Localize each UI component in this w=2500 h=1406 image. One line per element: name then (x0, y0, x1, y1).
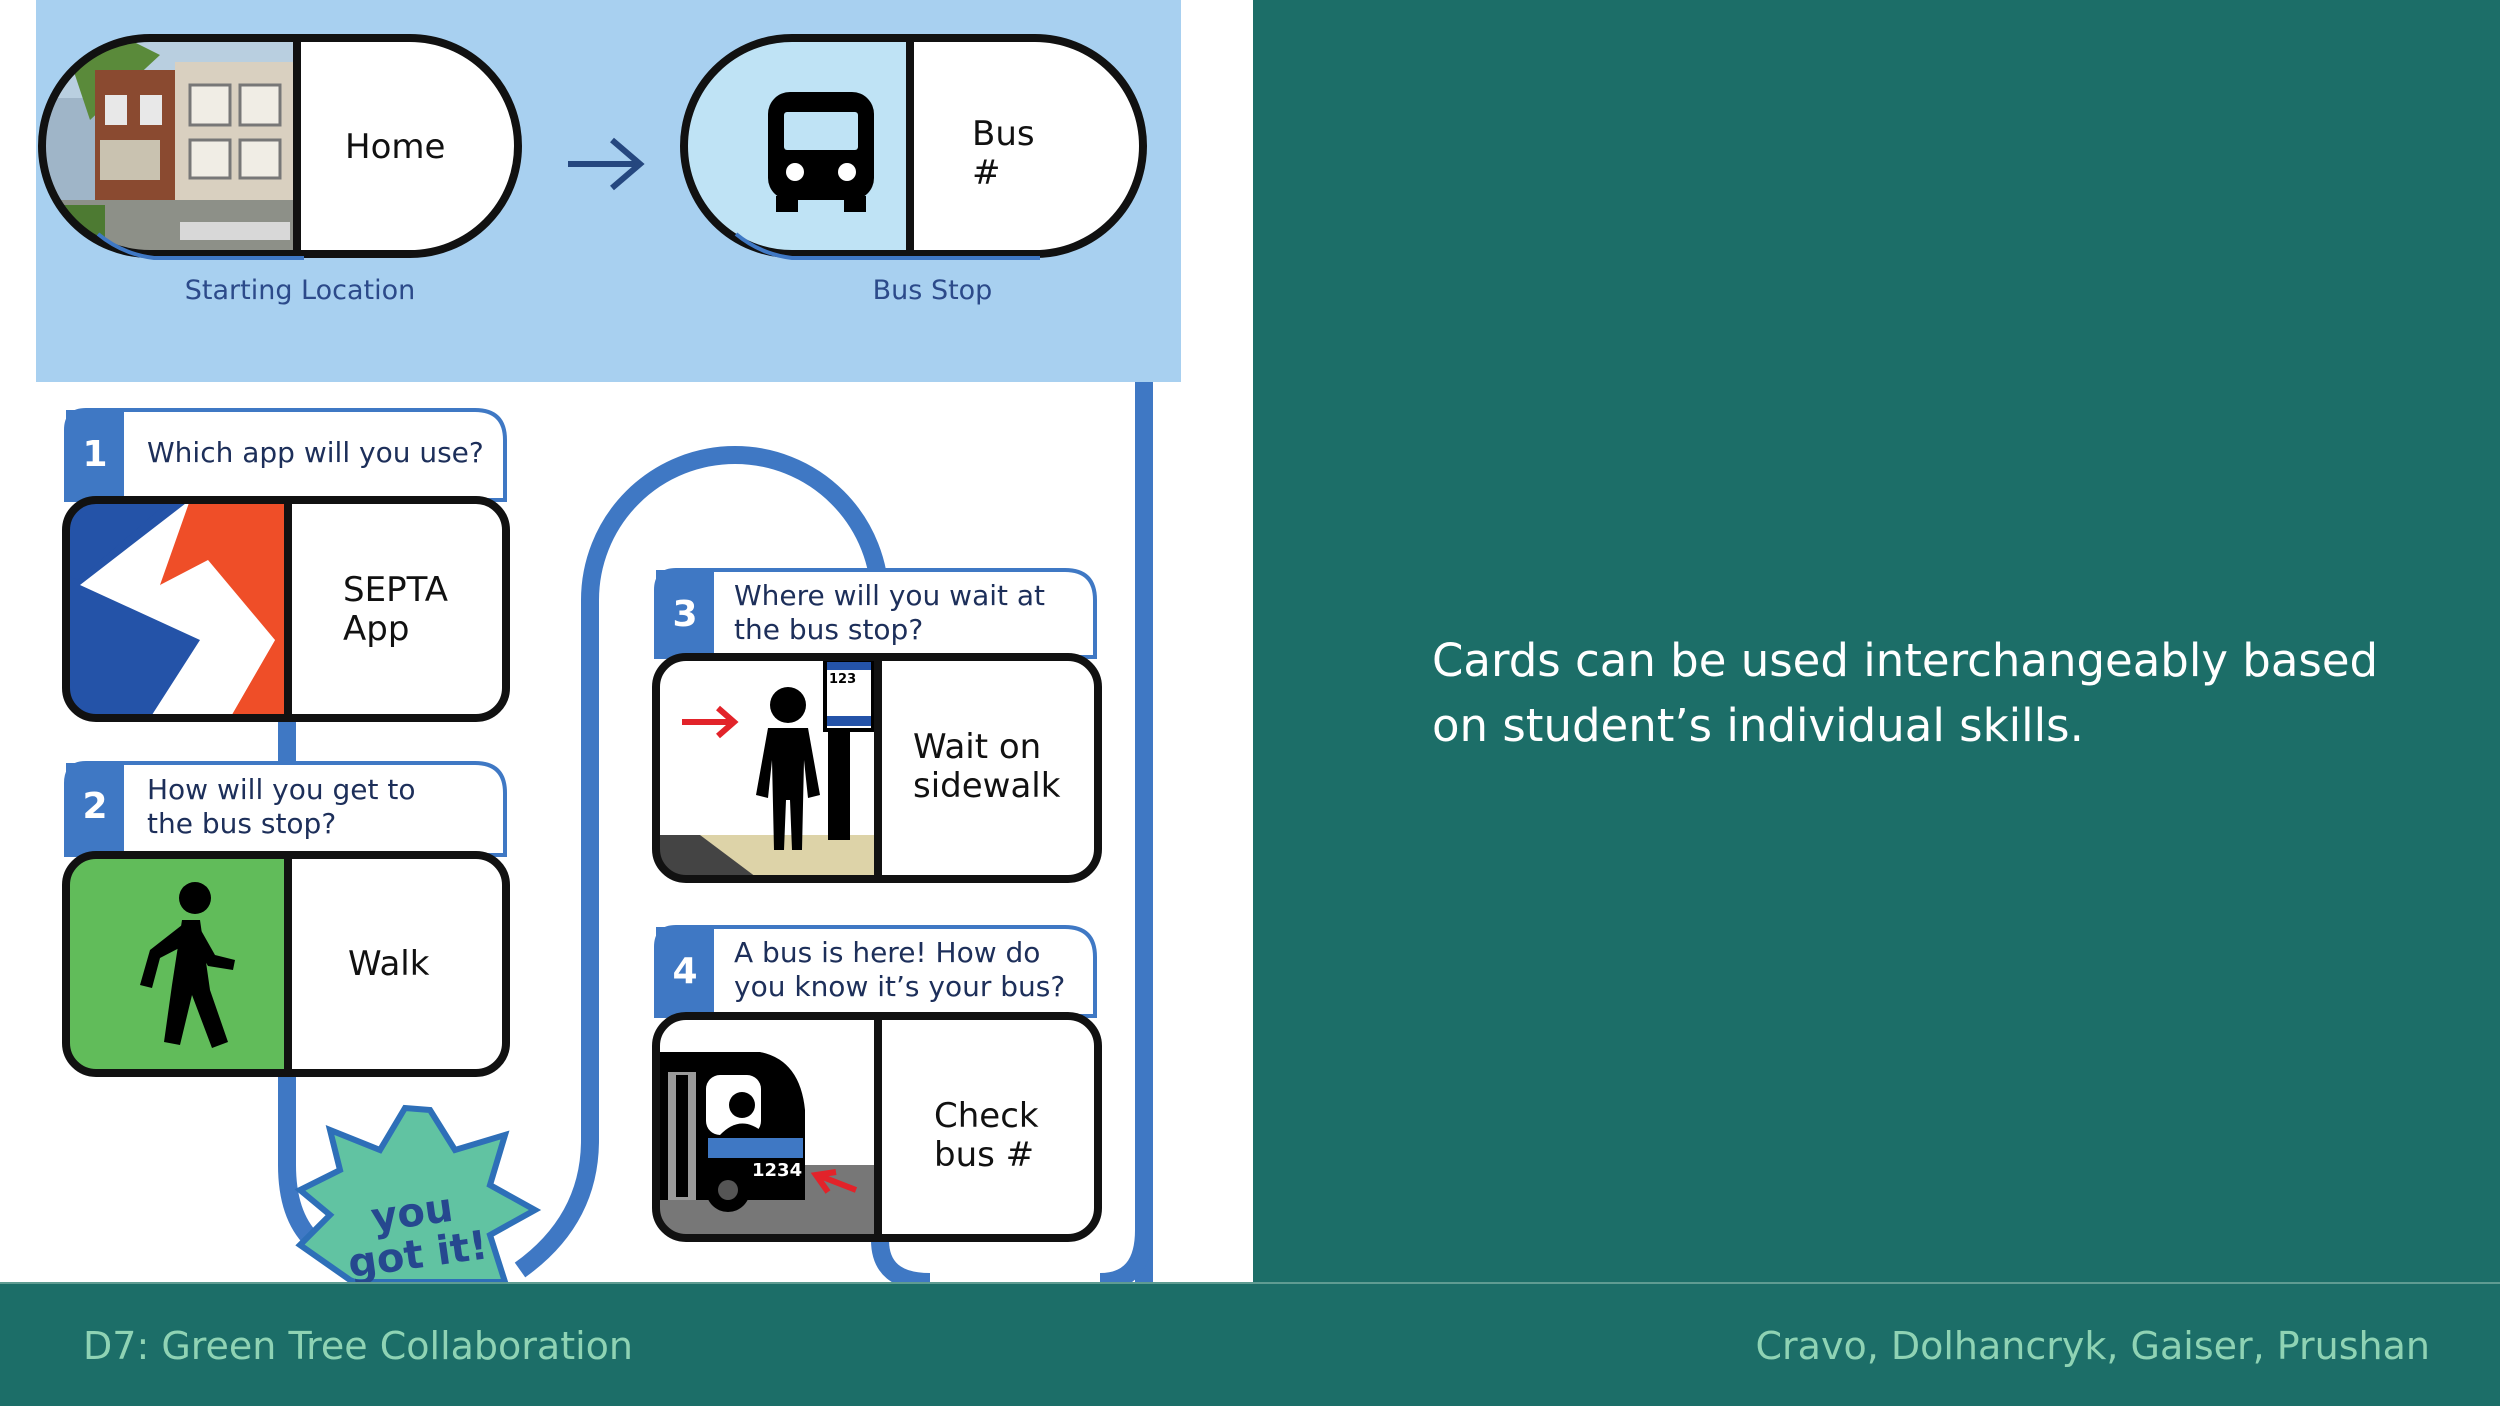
start-card[interactable] (38, 34, 522, 260)
description-text: Cards can be used interchangeably based … (1432, 634, 2379, 752)
step-1-card[interactable] (62, 408, 510, 722)
step-1-number-badge (66, 410, 124, 500)
bus-front-icon (768, 92, 874, 212)
end-card-caption: Bus Stop (872, 275, 993, 306)
step-3-card[interactable] (652, 568, 1102, 883)
step-4-number-badge (656, 927, 714, 1016)
bus-stop-card[interactable] (680, 34, 1147, 260)
start-card-label: Home (345, 127, 446, 167)
step-3-question: Where will you wait at the bus stop? (734, 579, 1046, 646)
step-2-answer: Walk (348, 944, 430, 984)
step-4-card[interactable] (652, 925, 1102, 1242)
footer-bar: D7: Green Tree Collaboration Cravo, Dolh… (0, 1284, 2500, 1406)
footer-divider (0, 1282, 2500, 1284)
footer-project-title: D7: Green Tree Collaboration (83, 1324, 633, 1368)
step-1-number: 1 (82, 434, 108, 475)
step-3-answer: Wait on sidewalk (913, 727, 1061, 806)
house-photo (42, 38, 295, 254)
route-diagram (36, 0, 1181, 1282)
step-2-question: How will you get to the bus stop? (147, 773, 416, 840)
step-3-number-badge (656, 570, 714, 657)
bus-number-label: 1234 (752, 1160, 803, 1181)
bus-stop-sign-number: 123 (829, 672, 857, 687)
step-1-answer: SEPTA App (343, 570, 448, 649)
footer-authors: Cravo, Dolhancryk, Gaiser, Prushan (1755, 1324, 2430, 1368)
route-diagram-panel: Home Starting Location Bus # Bus Stop 1 … (0, 0, 1253, 1282)
step-1-question: Which app will you use? (147, 436, 484, 469)
step-4-answer: Check bus # (934, 1096, 1039, 1175)
end-card-label: Bus # (972, 114, 1035, 193)
bus-side-icon (656, 1016, 878, 1238)
step-4-number: 4 (672, 951, 698, 992)
step-2-number-badge (66, 763, 124, 855)
person-at-bus-stop-icon (656, 657, 878, 879)
step-2-number: 2 (82, 786, 108, 827)
step-2-card[interactable] (62, 761, 510, 1077)
walking-person-icon (66, 855, 288, 1073)
you-got-it-badge (294, 1104, 542, 1282)
step-3-number: 3 (672, 594, 698, 635)
arrow-right-icon (568, 137, 645, 191)
step-4-question: A bus is here! How do you know it’s your… (734, 936, 1066, 1003)
start-card-caption: Starting Location (184, 275, 416, 306)
septa-logo-icon (66, 500, 288, 718)
